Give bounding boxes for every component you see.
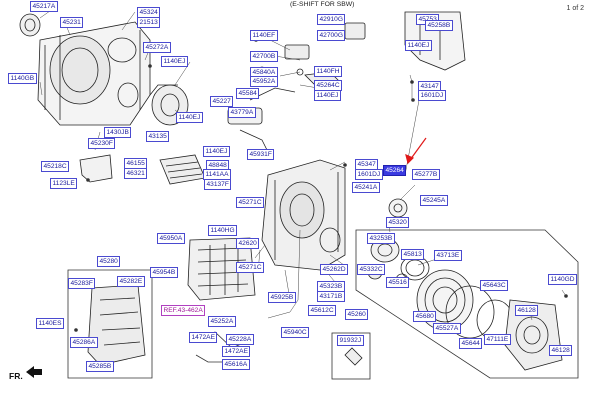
bracket <box>79 154 113 183</box>
part-label-1140ej[interactable]: 1140EJ <box>405 40 432 51</box>
part-label-45218c[interactable]: 45218C <box>41 161 70 172</box>
part-label-1123le[interactable]: 1123LE <box>50 178 78 189</box>
part-label-45272a[interactable]: 45272A <box>143 42 171 53</box>
part-label-45952a[interactable]: 45952A <box>250 76 278 87</box>
part-label-45285b[interactable]: 45285B <box>86 361 114 372</box>
part-label-46321[interactable]: 46321 <box>124 168 148 179</box>
part-label-1140fh[interactable]: 1140FH <box>314 66 342 77</box>
part-label-43779a[interactable]: 43779A <box>228 107 256 118</box>
part-label-45320[interactable]: 45320 <box>386 217 410 228</box>
part-label-46128[interactable]: 46128 <box>515 305 539 316</box>
part-label-47111e[interactable]: 47111E <box>484 334 511 345</box>
part-label-43713e[interactable]: 43713E <box>434 250 462 261</box>
part-label-45227[interactable]: 45227 <box>210 96 234 107</box>
part-label-45332c[interactable]: 45332C <box>357 264 386 275</box>
part-label-1140ej[interactable]: 1140EJ <box>203 146 230 157</box>
part-label-45813[interactable]: 45813 <box>401 249 425 260</box>
part-label-42700g[interactable]: 42700G <box>317 30 346 41</box>
part-label-45680[interactable]: 45680 <box>413 311 437 322</box>
part-label-1140ef[interactable]: 1140EF <box>250 30 278 41</box>
part-label-45280[interactable]: 45280 <box>97 256 121 267</box>
part-label-45282e[interactable]: 45282E <box>117 276 145 287</box>
part-label-1472ae[interactable]: 1472AE <box>189 332 218 343</box>
seal-ring <box>388 198 408 218</box>
part-label-1601dj[interactable]: 1601DJ <box>355 169 383 180</box>
part-label-1140ej[interactable]: 1140EJ <box>176 112 203 123</box>
part-label-43135[interactable]: 43135 <box>146 131 170 142</box>
oil-filter <box>159 154 206 185</box>
part-label-45925b[interactable]: 45925B <box>268 292 296 303</box>
part-label-45252a[interactable]: 45252A <box>208 316 236 327</box>
part-label-42620[interactable]: 42620 <box>236 238 260 249</box>
part-label-91932j[interactable]: 91932J <box>337 335 364 346</box>
front-arrow-icon <box>26 366 42 378</box>
part-label-45584[interactable]: 45584 <box>236 88 260 99</box>
part-label-45950a[interactable]: 45950A <box>157 233 185 244</box>
part-label-45644[interactable]: 45644 <box>459 338 483 349</box>
highlight-arrow <box>405 137 427 165</box>
page-indicator: 1 of 2 <box>566 5 584 12</box>
part-label-45277b[interactable]: 45277B <box>412 169 440 180</box>
part-label-43137f[interactable]: 43137F <box>204 179 232 190</box>
part-label-1140hg[interactable]: 1140HG <box>208 225 238 236</box>
part-label-1140gb[interactable]: 1140GB <box>8 73 37 84</box>
part-label-1430jb[interactable]: 1430JB <box>104 127 132 138</box>
part-label-45616a[interactable]: 45616A <box>222 359 250 370</box>
part-label-45931f[interactable]: 45931F <box>247 149 275 160</box>
part-label-45954b[interactable]: 45954B <box>150 267 178 278</box>
part-label-45643c[interactable]: 45643C <box>480 280 509 291</box>
part-label-45241a[interactable]: 45241A <box>352 182 380 193</box>
part-label-1140ej[interactable]: 1140EJ <box>161 56 188 67</box>
main-transmission-case <box>261 159 346 271</box>
part-label-42910g[interactable]: 42910G <box>317 14 346 25</box>
front-marker: FR. <box>9 371 23 381</box>
part-label-1140gd[interactable]: 1140GD <box>548 274 578 285</box>
part-label-45260[interactable]: 45260 <box>345 309 369 320</box>
part-label-45258b[interactable]: 45258B <box>425 20 453 31</box>
part-label-45940c[interactable]: 45940C <box>281 327 310 338</box>
part-label-21513[interactable]: 21513 <box>137 17 161 28</box>
part-label-45612c[interactable]: 45612C <box>308 305 337 316</box>
part-label-45217a[interactable]: 45217A <box>30 1 58 12</box>
part-label-45286a[interactable]: 45286A <box>70 337 98 348</box>
part-label-1140ej[interactable]: 1140EJ <box>314 90 341 101</box>
sbw-caption: (E-SHIFT FOR SBW) <box>290 1 355 8</box>
transmission-case-housing <box>37 21 151 126</box>
part-label-1601dj[interactable]: 1601DJ <box>418 90 446 101</box>
part-label-45264-highlighted[interactable]: 45264 <box>383 165 407 176</box>
oil-seal-ring <box>19 13 41 37</box>
part-label-45228a[interactable]: 45228A <box>226 334 254 345</box>
part-label-1140es[interactable]: 1140ES <box>36 318 64 329</box>
part-label-45271c[interactable]: 45271C <box>236 197 265 208</box>
part-label-45271c[interactable]: 45271C <box>236 262 265 273</box>
part-label-45527a[interactable]: 45527A <box>433 323 461 334</box>
part-label-45231[interactable]: 45231 <box>60 17 84 28</box>
part-label-43171b[interactable]: 43171B <box>317 291 345 302</box>
part-label-46128[interactable]: 46128 <box>549 345 573 356</box>
part-label-45230f[interactable]: 45230F <box>88 138 116 149</box>
bracket-box <box>331 332 371 380</box>
part-label-42700b[interactable]: 42700B <box>250 51 278 62</box>
part-label-45516[interactable]: 45516 <box>386 277 410 288</box>
part-label-43253b[interactable]: 43253B <box>367 233 395 244</box>
gearset-box <box>355 229 579 379</box>
part-label-45262d[interactable]: 45262D <box>320 264 349 275</box>
ref-link-43-462a[interactable]: REF.43-462A <box>161 305 206 316</box>
part-label-45283f[interactable]: 45283F <box>68 278 96 289</box>
part-label-1472ae[interactable]: 1472AE <box>222 346 251 357</box>
part-label-45245a[interactable]: 45245A <box>420 195 448 206</box>
